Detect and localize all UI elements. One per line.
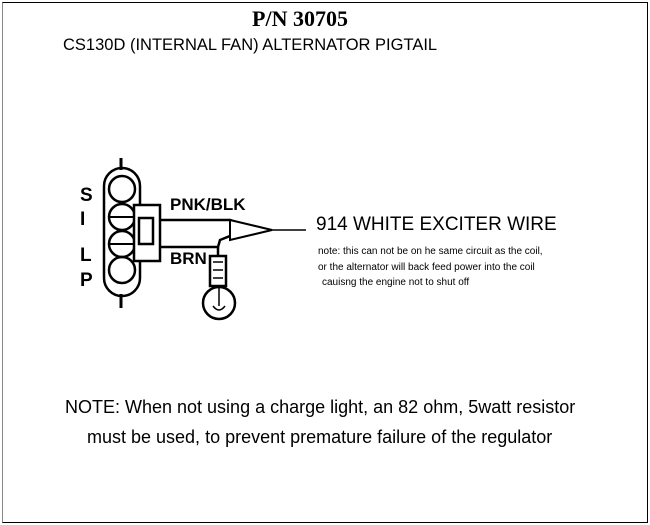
warning-note-line: or the alternator will back feed power i… xyxy=(318,262,535,273)
diagram-subtitle: CS130D (INTERNAL FAN) ALTERNATOR PIGTAIL xyxy=(63,36,438,54)
wire-harness xyxy=(160,218,306,249)
part-number: P/N 30705 xyxy=(252,6,348,31)
pin-label-l: L xyxy=(80,245,92,266)
warning-note-line: note: this can not be on he same circuit… xyxy=(318,246,543,257)
exciter-wire-label: 914 WHITE EXCITER WIRE xyxy=(316,214,557,235)
charge-light-bulb xyxy=(201,247,237,321)
resistor-note-line: must be used, to prevent premature failu… xyxy=(87,427,553,447)
pin-p-socket xyxy=(107,255,137,285)
pin-s-socket xyxy=(107,174,137,204)
wire-label-pnk-blk: PNK/BLK xyxy=(170,195,246,214)
resistor-note-line: NOTE: When not using a charge light, an … xyxy=(65,397,576,417)
wire-label-brn: BRN xyxy=(170,249,207,268)
pin-label-p: P xyxy=(80,270,93,291)
terminal-block xyxy=(132,203,162,263)
warning-note-line: cauisng the engine not to shut off xyxy=(322,277,470,288)
pin-label-s: S xyxy=(80,185,93,206)
pin-label-i: I xyxy=(80,209,86,230)
